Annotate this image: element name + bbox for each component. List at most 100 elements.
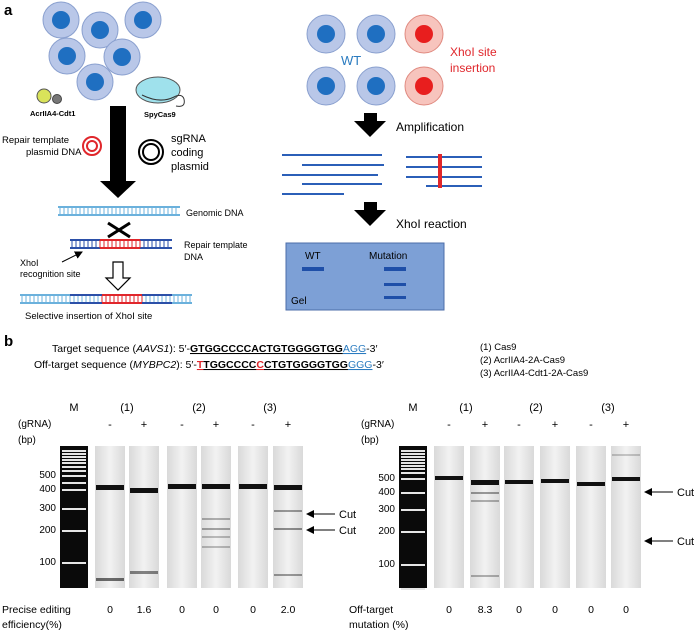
bp-label: (bp) bbox=[18, 435, 36, 446]
mutant-cell bbox=[404, 66, 444, 106]
gel-schematic: WT Mutation Gel bbox=[285, 242, 445, 311]
svg-text:Off-target sequence (MYBPC2):: Off-target sequence (MYBPC2): 5′-TTGGCCC… bbox=[34, 359, 384, 371]
pcr-products bbox=[282, 154, 482, 195]
gel-band bbox=[202, 518, 230, 520]
svg-text:Target sequence (AAVS1): 5′-GT: Target sequence (AAVS1): 5′-GTGGCCCCACTG… bbox=[52, 343, 377, 355]
gel-band bbox=[202, 484, 230, 489]
marker-band bbox=[401, 478, 425, 480]
cell bbox=[306, 14, 346, 54]
gel-band bbox=[202, 536, 230, 538]
cut-label: Cut bbox=[677, 536, 694, 548]
marker-band bbox=[401, 453, 425, 455]
marker-band bbox=[62, 470, 86, 472]
gel-band bbox=[96, 485, 124, 490]
group-label: (2) bbox=[529, 402, 542, 414]
bp-tick-label: 500 bbox=[39, 470, 56, 481]
marker-band bbox=[401, 459, 425, 461]
gel-band bbox=[471, 575, 499, 577]
marker-band bbox=[62, 450, 86, 452]
repair-dna-label-1: Repair template bbox=[184, 240, 248, 250]
marker-band bbox=[401, 492, 425, 494]
lane-sign: - bbox=[589, 419, 593, 431]
group-label: (1) bbox=[120, 402, 133, 414]
gel-band bbox=[505, 480, 533, 484]
marker-band bbox=[62, 530, 86, 532]
result-dna bbox=[20, 294, 192, 304]
marker-lane bbox=[399, 446, 427, 588]
wt-cells bbox=[306, 14, 396, 106]
offtarget-mutation-label-1: Off-target bbox=[349, 604, 393, 616]
gel-band bbox=[384, 283, 406, 286]
gel-band bbox=[202, 528, 230, 530]
gel-lane bbox=[540, 446, 570, 588]
cell bbox=[76, 63, 114, 101]
repair-dna bbox=[70, 239, 172, 249]
marker-band bbox=[401, 462, 425, 464]
down-arrow-icon bbox=[100, 106, 136, 198]
repair-dna-label-2: DNA bbox=[184, 252, 203, 262]
gel-band bbox=[471, 492, 499, 494]
panel-b-label: b bbox=[4, 333, 13, 350]
cell bbox=[124, 1, 162, 39]
gel-lane bbox=[129, 446, 159, 588]
precise-value: 0 bbox=[107, 604, 113, 616]
gel-lane bbox=[167, 446, 197, 588]
offtarget-value: 0 bbox=[623, 604, 629, 616]
offtarget-value: 0 bbox=[552, 604, 558, 616]
cell bbox=[306, 66, 346, 106]
cut-label: Cut bbox=[339, 509, 356, 521]
genomic-dna bbox=[58, 206, 180, 216]
selective-insertion-label: Selective insertion of XhoI site bbox=[25, 311, 152, 322]
bp-label: (bp) bbox=[361, 435, 379, 446]
precise-value: 0 bbox=[213, 604, 219, 616]
lane-sign: + bbox=[285, 419, 291, 431]
precise-editing-label-1: Precise editing bbox=[2, 604, 71, 616]
gel-lane bbox=[95, 446, 125, 588]
bp-tick-label: 400 bbox=[39, 484, 56, 495]
right-gel: M(gRNA)(bp)(1)(2)(3)-+-+-+50040030020010… bbox=[361, 402, 694, 590]
offtarget-sequence: Off-target sequence (MYBPC2): 5′-TTGGCCC… bbox=[34, 359, 384, 371]
amplification-label: Amplification bbox=[396, 120, 464, 134]
gel-label: Gel bbox=[291, 296, 307, 307]
bp-tick-label: 200 bbox=[378, 526, 395, 537]
marker-band bbox=[62, 482, 86, 484]
gel-wt-label: WT bbox=[305, 251, 321, 262]
lane-sign: - bbox=[180, 419, 184, 431]
marker-label: M bbox=[69, 402, 78, 414]
gel-band bbox=[274, 574, 302, 576]
offtarget-value: 0 bbox=[516, 604, 522, 616]
repair-template-label-2: plasmid DNA bbox=[26, 147, 82, 158]
mutant-cells bbox=[404, 14, 444, 106]
gel-band bbox=[471, 480, 499, 485]
bp-tick-label: 300 bbox=[39, 503, 56, 514]
acr-label: AcrIIA4-Cdt1 bbox=[30, 109, 75, 118]
gel-band bbox=[471, 500, 499, 502]
marker-lane bbox=[60, 446, 88, 588]
grna-label: (gRNA) bbox=[361, 419, 394, 430]
hollow-down-arrow-icon bbox=[104, 261, 132, 291]
bp-tick-label: 400 bbox=[378, 487, 395, 498]
gel-lane bbox=[504, 446, 534, 588]
gel-lane bbox=[434, 446, 464, 588]
marker-band bbox=[401, 531, 425, 533]
lane-sign: - bbox=[447, 419, 451, 431]
xhoi-site-label-2: recognition site bbox=[20, 269, 81, 279]
marker-band bbox=[62, 562, 86, 564]
cell bbox=[103, 38, 141, 76]
gel-lane bbox=[470, 446, 500, 588]
gel-lane bbox=[576, 446, 606, 588]
gel-lane bbox=[611, 446, 641, 588]
gel-lane bbox=[273, 446, 303, 588]
marker-band bbox=[62, 475, 86, 477]
marker-band bbox=[401, 564, 425, 566]
wt-label: WT bbox=[341, 53, 361, 68]
sgrna-plasmid-icon bbox=[138, 139, 164, 165]
lane-sign: + bbox=[482, 419, 488, 431]
sgrna-label-3: plasmid bbox=[171, 161, 209, 173]
gel-band bbox=[96, 578, 124, 581]
gel-band bbox=[541, 479, 569, 483]
cas9-icon bbox=[135, 76, 185, 107]
marker-band bbox=[62, 466, 86, 468]
lane-sign: + bbox=[141, 419, 147, 431]
